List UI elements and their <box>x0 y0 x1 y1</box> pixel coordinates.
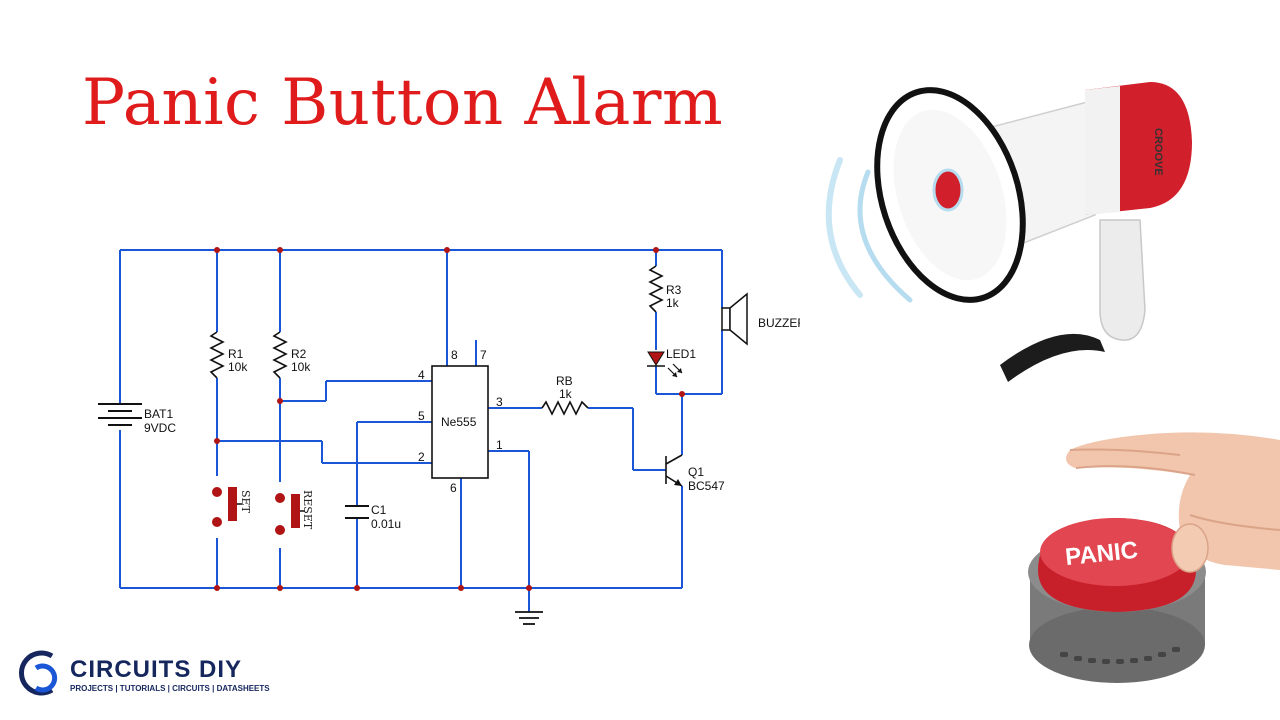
r1-value: 10k <box>228 360 248 374</box>
q1-name: Q1 <box>688 465 704 479</box>
capacitor-symbol <box>345 505 369 519</box>
pin-1: 1 <box>496 438 503 452</box>
megaphone-strap <box>1000 333 1105 382</box>
set-push-button-symbol <box>212 487 242 527</box>
pin-2: 2 <box>418 450 425 464</box>
q1-value: BC547 <box>688 479 725 493</box>
r2-name: R2 <box>291 347 307 361</box>
megaphone-center-cap <box>932 168 964 212</box>
pin-4: 4 <box>418 368 425 382</box>
page-title: Panic Button Alarm <box>82 66 724 140</box>
pin-6: 6 <box>450 481 457 495</box>
reset-push-button-symbol <box>275 493 305 535</box>
led1-name: LED1 <box>666 347 696 361</box>
sound-wave-middle <box>857 169 913 303</box>
bat1-name: BAT1 <box>144 407 173 421</box>
megaphone-collar <box>1085 86 1120 215</box>
logo-tagline: PROJECTS | TUTORIALS | CIRCUITS | DATASH… <box>70 684 270 693</box>
circuit-schematic: BAT1 9VDC R1 10k R2 10k R3 1k RB 1k SET … <box>98 247 800 625</box>
r1-name: R1 <box>228 347 244 361</box>
megaphone-brand: CROOVE <box>1152 128 1164 176</box>
thumb <box>1171 523 1209 573</box>
r3-value: 1k <box>666 296 680 310</box>
rb-name: RB <box>556 374 573 388</box>
megaphone-handle <box>1099 219 1146 341</box>
circuits-diy-logo: CIRCUITS DIY PROJECTS | TUTORIALS | CIRC… <box>18 644 298 704</box>
battery-symbol <box>98 403 142 426</box>
reset-button-label: RESET <box>301 490 314 530</box>
ic-555-body <box>431 365 489 479</box>
r2-value: 10k <box>291 360 311 374</box>
led-symbol <box>647 351 683 378</box>
transistor-symbol <box>665 454 683 487</box>
pin-3: 3 <box>496 395 503 409</box>
ground-symbol <box>515 611 543 625</box>
pin-7: 7 <box>480 348 487 362</box>
logo-graphic: CIRCUITS DIY PROJECTS | TUTORIALS | CIRC… <box>19 650 270 696</box>
megaphone-illustration: CROOVE <box>825 82 1192 382</box>
junction-dots <box>214 247 685 591</box>
c1-name: C1 <box>371 503 387 517</box>
cd-monogram-icon <box>19 650 58 696</box>
pin-8: 8 <box>451 348 458 362</box>
bat1-value: 9VDC <box>144 421 176 435</box>
set-button-label: SET <box>239 490 252 514</box>
buzzer-symbol <box>721 292 748 346</box>
sound-wave-outer <box>825 157 863 298</box>
c1-value: 0.01u <box>371 517 401 531</box>
ic-name: Ne555 <box>441 415 477 429</box>
rb-value: 1k <box>559 387 573 401</box>
panic-button-illustration: PANIC <box>1028 432 1280 683</box>
resistor-symbols <box>209 265 664 416</box>
r3-name: R3 <box>666 283 682 297</box>
logo-name: CIRCUITS DIY <box>70 656 242 683</box>
pin-5: 5 <box>418 409 425 423</box>
buzzer-name: BUZZER <box>758 316 800 330</box>
wires <box>119 249 723 612</box>
